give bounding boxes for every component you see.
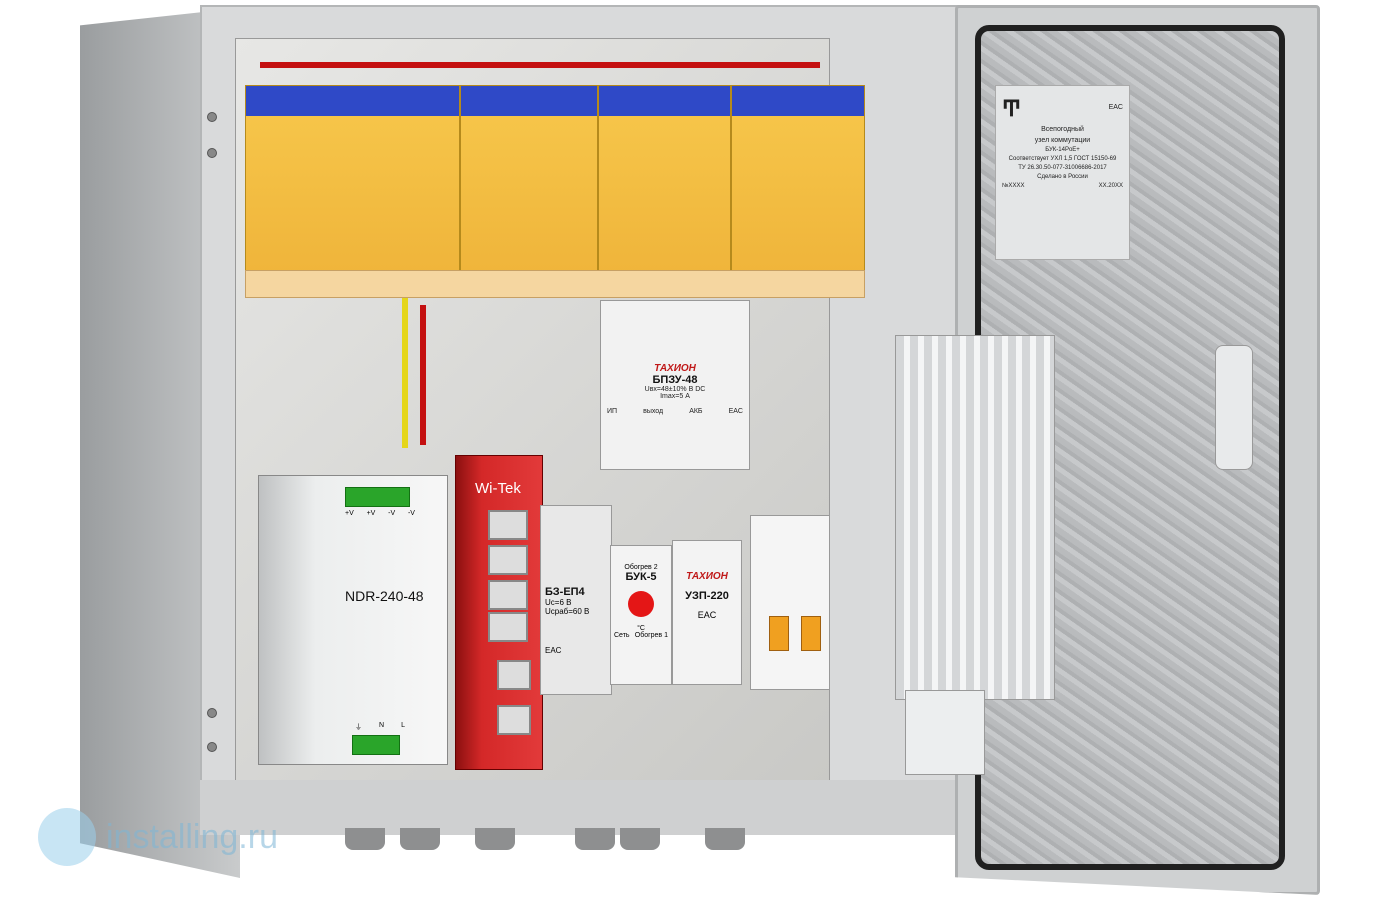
screw <box>207 112 217 122</box>
terminal-label: выход <box>643 408 664 415</box>
ethernet-port[interactable] <box>488 580 528 610</box>
eac-mark: EAC <box>1108 104 1123 112</box>
cable-gland <box>475 828 515 850</box>
serial-number: №XXXX <box>1002 183 1025 189</box>
nameplate: Ͳ EAC Всепогодный узел коммутации БУК-14… <box>995 85 1130 260</box>
ethernet-port[interactable] <box>488 510 528 540</box>
label-line: узел коммутации <box>1034 136 1091 144</box>
terminal-label: АКБ <box>689 408 703 415</box>
watermark-text: installing.ru <box>106 817 278 856</box>
heater-radiator <box>895 335 1055 700</box>
battery-wire <box>260 62 820 68</box>
spec: Uвх=48±10% В DC <box>644 386 706 393</box>
label-line: ТУ 26.30.50-077-31006686-2017 <box>1018 165 1107 171</box>
terminal-label: N <box>379 722 385 729</box>
psu-model: NDR-240-48 <box>345 588 424 604</box>
charger-module: ТАХИОН БПЗУ-48 Uвх=48±10% В DC Imax=5 А … <box>600 300 750 470</box>
label: Обогрев 1 <box>634 632 668 639</box>
manufacture-date: XX.20XX <box>1098 183 1123 189</box>
terminal-label: +V <box>366 510 376 517</box>
label: Обогрев 2 <box>624 564 658 571</box>
cable-gland <box>400 828 440 850</box>
breaker-toggle[interactable] <box>769 616 789 651</box>
battery <box>731 85 865 280</box>
watermark-logo-icon <box>38 808 96 866</box>
switch-brand: Wi-Tek <box>475 480 521 497</box>
heater-bracket <box>905 690 985 775</box>
watermark: installing.ru <box>38 808 278 866</box>
battery <box>460 85 598 280</box>
terminal-label: -V <box>407 510 415 517</box>
power-supply <box>258 475 448 765</box>
door-latch-handle[interactable] <box>1215 345 1253 470</box>
battery <box>598 85 731 280</box>
brand-logo: ТАХИОН <box>654 363 696 374</box>
sfp-port[interactable] <box>497 705 531 735</box>
label-line: Сделано в России <box>1037 174 1088 180</box>
label-line: Всепогодный <box>1041 126 1084 133</box>
device-model: БЗ-ЕП4 <box>545 586 585 598</box>
label-line: Соответствует УХЛ 1,5 ГОСТ 15150-69 <box>1008 156 1117 162</box>
ethernet-port[interactable] <box>488 545 528 575</box>
terminal-label: ⏚ <box>355 724 362 731</box>
yellow-wire <box>402 298 408 448</box>
cable-gland <box>620 828 660 850</box>
spec: Uсраб=60 В <box>545 607 590 616</box>
circuit-breaker <box>750 515 830 690</box>
sfp-port[interactable] <box>497 660 531 690</box>
label: Сеть <box>614 632 630 639</box>
terminal-label: -V <box>388 510 396 517</box>
spec: Uс=6 В <box>545 598 572 607</box>
battery-pack <box>245 85 865 295</box>
device-model: БПЗУ-48 <box>652 374 698 386</box>
protection-module: БЗ-ЕП4 Uс=6 В Uсраб=60 В EAC <box>540 505 612 695</box>
label-line: БУК-14PoE+ <box>1045 147 1080 153</box>
cable-gland <box>345 828 385 850</box>
surge-protector: ТАХИОН УЗП-220 EAC <box>672 540 742 685</box>
breaker-toggle[interactable] <box>801 616 821 651</box>
psu-output-terminal <box>345 487 410 507</box>
red-wire <box>420 305 426 445</box>
brand-logo-icon: Ͳ <box>1002 96 1021 121</box>
screw <box>207 708 217 718</box>
terminal-label: ИП <box>607 408 618 415</box>
eac-mark: EAC <box>545 646 562 655</box>
ethernet-port[interactable] <box>488 612 528 642</box>
cable-gland <box>575 828 615 850</box>
eac-mark: EAC <box>728 408 743 415</box>
screw <box>207 742 217 752</box>
heater-controller: Обогрев 2 БУК-5 °C Сеть Обогрев 1 <box>610 545 672 685</box>
terminal-label: +V <box>345 510 354 517</box>
terminal-label: L <box>401 722 405 729</box>
battery-shelf <box>245 270 865 298</box>
unit: °C <box>637 625 645 632</box>
cabinet-bottom <box>200 780 965 835</box>
cable-gland <box>705 828 745 850</box>
device-model: БУК-5 <box>625 571 657 583</box>
psu-input-terminal <box>352 735 400 755</box>
brand-logo: ТАХИОН <box>686 571 728 582</box>
battery <box>245 85 460 280</box>
temperature-dial[interactable] <box>628 591 654 617</box>
device-model: УЗП-220 <box>685 590 729 602</box>
eac-mark: EAC <box>697 610 717 620</box>
screw <box>207 148 217 158</box>
spec: Imax=5 А <box>660 393 690 400</box>
